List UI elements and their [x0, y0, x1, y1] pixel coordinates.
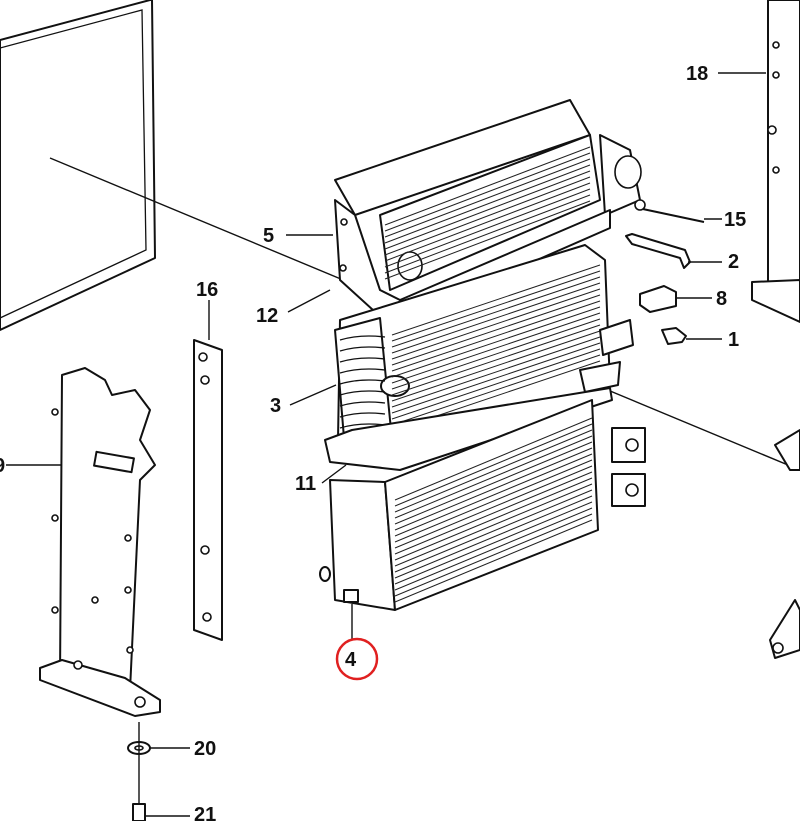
mounting-plate-part-11	[324, 387, 613, 471]
fin-line	[394, 471, 593, 555]
callout-5[interactable]: 5	[263, 225, 274, 247]
callout-2[interactable]: 2	[728, 251, 739, 273]
fin-line	[384, 158, 591, 238]
callout-12[interactable]: 12	[256, 305, 278, 327]
fin-line	[391, 306, 601, 378]
right-lower-bracket	[769, 429, 800, 659]
fin-line	[391, 264, 601, 336]
fin-line	[391, 312, 601, 384]
callout-20[interactable]: 20	[194, 738, 216, 760]
tank-rib	[339, 379, 386, 385]
fin-line	[384, 170, 591, 250]
callout-1[interactable]: 1	[728, 329, 739, 351]
fin-line	[394, 501, 593, 585]
fin-line	[394, 441, 593, 525]
leader-lines	[6, 72, 766, 817]
fin-line	[391, 348, 601, 420]
tank-rib	[339, 412, 386, 418]
fin-line	[384, 164, 591, 244]
fin-line	[391, 300, 601, 372]
fin-line	[391, 330, 601, 402]
fin-line	[391, 354, 601, 426]
fin-line	[394, 477, 593, 561]
callout-9[interactable]: 9	[0, 455, 5, 477]
bolt-part-15	[634, 199, 705, 223]
fin-line	[394, 459, 593, 543]
fin-line	[394, 423, 593, 507]
callout-labels: 18 15 5 2 16 12 8 1 3 9 11 4 20 21	[0, 63, 746, 821]
tank-rib	[339, 401, 386, 407]
fin-line	[394, 489, 593, 573]
fin-line	[384, 194, 591, 274]
tank-rib	[339, 335, 386, 341]
fin-line	[394, 435, 593, 519]
callout-18[interactable]: 18	[686, 63, 708, 85]
callout-11[interactable]: 11	[295, 473, 316, 495]
tank-rib	[339, 368, 386, 374]
callout-3[interactable]: 3	[270, 395, 281, 417]
highlight-circle	[335, 637, 379, 681]
fin-line	[394, 519, 593, 603]
fin-line	[391, 318, 601, 390]
strap-part-16	[193, 339, 223, 641]
fin-line	[391, 282, 601, 354]
fin-line	[394, 453, 593, 537]
fin-line	[391, 342, 601, 414]
callout-8[interactable]: 8	[716, 288, 727, 310]
fin-line	[394, 465, 593, 549]
oil-cooler-part-4	[319, 399, 646, 611]
callout-16[interactable]: 16	[196, 279, 218, 301]
fin-line	[391, 288, 601, 360]
fin-line	[384, 152, 591, 232]
fin-line	[384, 200, 591, 280]
right-frame-part-18	[751, 0, 800, 323]
fin-line	[394, 507, 593, 591]
fin-line	[391, 294, 601, 366]
fin-line	[384, 188, 591, 268]
callout-15[interactable]: 15	[724, 209, 746, 231]
tank-rib	[339, 390, 386, 396]
fin-line	[391, 336, 601, 408]
fin-line	[391, 324, 601, 396]
fin-line	[394, 495, 593, 579]
fin-line	[384, 146, 591, 226]
fin-line	[394, 447, 593, 531]
fin-line	[394, 417, 593, 501]
tank-rib	[339, 357, 386, 363]
fin-line	[394, 429, 593, 513]
callout-21[interactable]: 21	[194, 804, 216, 821]
block-part-8	[639, 285, 677, 313]
fin-line	[384, 182, 591, 262]
callout-4[interactable]: 4	[345, 649, 357, 671]
left-frame-panel	[0, 0, 156, 331]
clip-part-2	[625, 233, 691, 269]
fin-line	[394, 513, 593, 597]
fin-line	[394, 483, 593, 567]
fin-line	[384, 176, 591, 256]
tank-rib	[339, 346, 386, 352]
fin-line	[391, 276, 601, 348]
fin-line	[391, 270, 601, 342]
bracket-part-9	[39, 367, 161, 717]
sensor-part-1	[661, 327, 687, 345]
